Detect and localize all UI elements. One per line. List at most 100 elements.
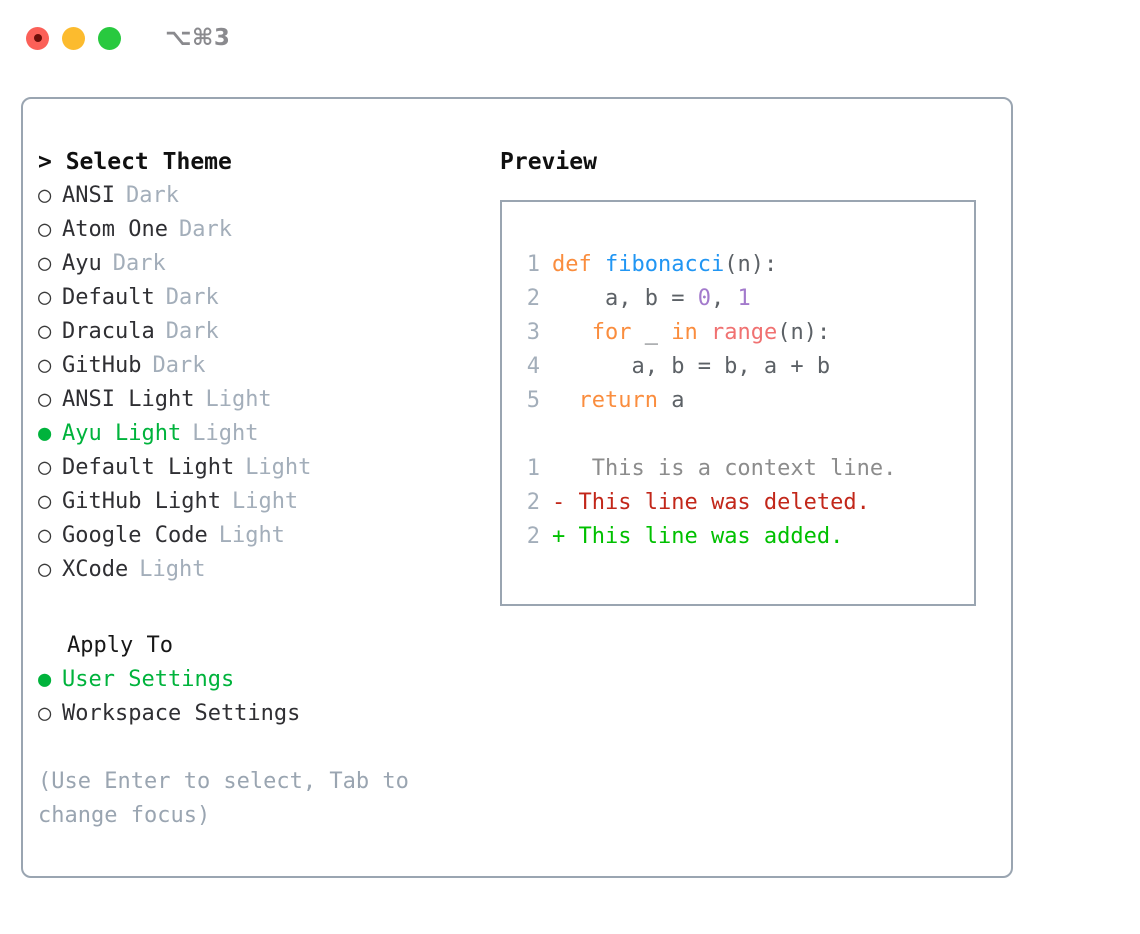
preview-spacer [514,418,974,452]
preview-heading: Preview [500,149,597,175]
radio-unselected-icon: ○ [38,455,52,480]
title-bar: ⌥⌘3 [0,0,1140,76]
theme-option-name: XCode [62,557,129,582]
apply-to-option-workspace-settings[interactable]: ○ Workspace Settings [38,697,498,731]
minimize-button-icon[interactable] [62,26,85,50]
theme-option-name: Default [62,285,155,310]
select-theme-heading: > Select Theme [38,149,232,175]
diff-preview: 1 This is a context line.2- This line wa… [514,452,974,554]
theme-option-kind: Light [218,523,285,548]
apply-to-option-label: Workspace Settings [62,701,301,726]
keyboard-shortcut-label: ⌥⌘3 [165,25,231,51]
theme-option-kind: Dark [112,251,166,276]
apply-to-option-user-settings[interactable]: ● User Settings [38,663,498,697]
diff-line-text: This line was added. [565,524,844,549]
radio-unselected-icon: ○ [38,387,52,412]
code-line-text: return a [552,384,684,418]
theme-option-xcode[interactable]: ○ XCode Light [38,553,498,587]
diff-line: 1 This is a context line. [514,452,974,486]
theme-option-name: Google Code [62,523,208,548]
diff-marker [552,452,565,486]
code-token: def [552,252,605,277]
theme-option-kind: Light [192,421,259,446]
line-number: 2 [526,286,540,311]
code-token: a [657,388,685,413]
code-line-text: for _ in range(n): [552,316,830,350]
theme-option-google-code[interactable]: ○ Google Code Light [38,519,498,553]
code-token: a, b = b, a + b [552,354,831,379]
code-line-text: a, b = b, a + b [552,350,830,384]
code-line: 5 return a [514,384,974,418]
maximize-button-icon[interactable] [98,26,121,50]
radio-unselected-icon: ○ [38,557,52,582]
radio-unselected-icon: ○ [38,183,52,208]
theme-option-kind: Dark [165,319,219,344]
theme-option-ansi-light[interactable]: ○ ANSI Light Light [38,383,498,417]
diff-line: 2- This line was deleted. [514,486,974,520]
code-token: in [671,320,711,345]
code-line: 3 for _ in range(n): [514,316,974,350]
code-token: range [710,320,778,345]
code-token: (n): [777,320,831,345]
code-line: 2 a, b = 0, 1 [514,282,974,316]
theme-option-ansi[interactable]: ○ ANSI Dark [38,179,498,213]
theme-option-name: ANSI Light [62,387,195,412]
theme-option-dracula[interactable]: ○ Dracula Dark [38,315,498,349]
theme-option-name: Atom One [62,217,168,242]
radio-unselected-icon: ○ [38,523,52,548]
code-token: return [552,388,658,413]
line-number: 1 [526,252,540,277]
theme-option-kind: Light [205,387,272,412]
line-number: 2 [526,524,540,549]
apply-to-section: Apply To ● User Settings ○ Workspace Settin… [38,629,498,731]
code-token: , [710,286,738,311]
theme-option-kind: Dark [165,285,219,310]
line-number: 5 [526,388,540,413]
line-number: 3 [526,320,540,345]
theme-option-name: Dracula [62,319,155,344]
theme-option-kind: Dark [152,353,206,378]
diff-marker: - [552,490,566,515]
code-line-text: def fibonacci(n): [552,248,777,282]
theme-option-ayu[interactable]: ○ Ayu Dark [38,247,498,281]
close-button-icon[interactable] [26,26,49,50]
line-number: 2 [526,490,540,515]
theme-option-kind: Dark [125,183,179,208]
theme-option-name: GitHub Light [62,489,221,514]
window-controls [26,26,121,50]
radio-unselected-icon: ○ [38,701,52,726]
apply-to-list: ● User Settings ○ Workspace Settings [38,663,498,731]
code-token: 0 [697,286,711,311]
diff-line-text: This is a context line. [565,456,897,481]
theme-option-kind: Light [231,489,299,514]
diff-marker: + [552,524,566,549]
theme-option-name: GitHub [62,353,142,378]
apply-to-option-label: User Settings [62,667,235,692]
line-number: 1 [526,456,540,481]
theme-option-kind: Light [139,557,206,582]
diff-line: 2 + This line was added. [514,520,974,554]
code-token: for [552,320,632,345]
theme-option-name: Ayu [62,251,102,276]
radio-selected-icon: ● [38,421,52,446]
radio-unselected-icon: ○ [38,251,52,276]
code-token: 1 [737,286,751,311]
theme-option-name: Default Light [62,455,235,480]
radio-selected-icon: ● [38,667,52,692]
code-token: (n): [724,252,778,277]
theme-option-name: ANSI [62,183,115,208]
radio-unselected-icon: ○ [38,319,52,344]
theme-option-github-light[interactable]: ○ GitHub Light Light [38,485,498,519]
radio-unselected-icon: ○ [38,489,52,514]
apply-to-heading: Apply To [67,633,173,658]
theme-option-kind: Dark [178,217,232,242]
keyboard-hint-text: (Use Enter to select, Tab to change focu… [38,769,409,828]
